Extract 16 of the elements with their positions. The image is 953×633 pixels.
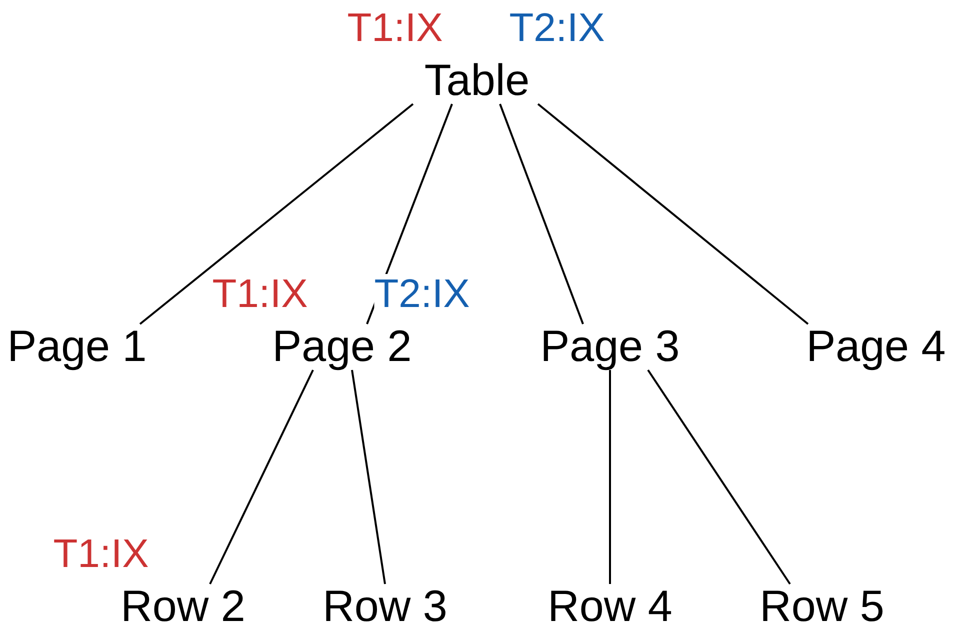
connector-line	[609, 370, 611, 584]
node-label: Page 3	[540, 325, 680, 369]
connector-line	[351, 370, 386, 584]
connector-line	[499, 104, 584, 324]
node-label: Row 5	[760, 585, 884, 629]
node-label: Table	[424, 59, 530, 103]
node-label: Page 1	[7, 325, 147, 369]
node-label: Row 3	[322, 585, 448, 629]
connector-line	[537, 103, 809, 325]
node-label: Row 4	[548, 585, 672, 629]
connector-line	[209, 370, 314, 584]
node-label: Row 2	[120, 585, 246, 629]
node-label: Page 2	[272, 325, 412, 369]
connector-line	[139, 103, 414, 325]
connector-line	[647, 369, 791, 585]
node-label: Page 4	[806, 325, 946, 369]
